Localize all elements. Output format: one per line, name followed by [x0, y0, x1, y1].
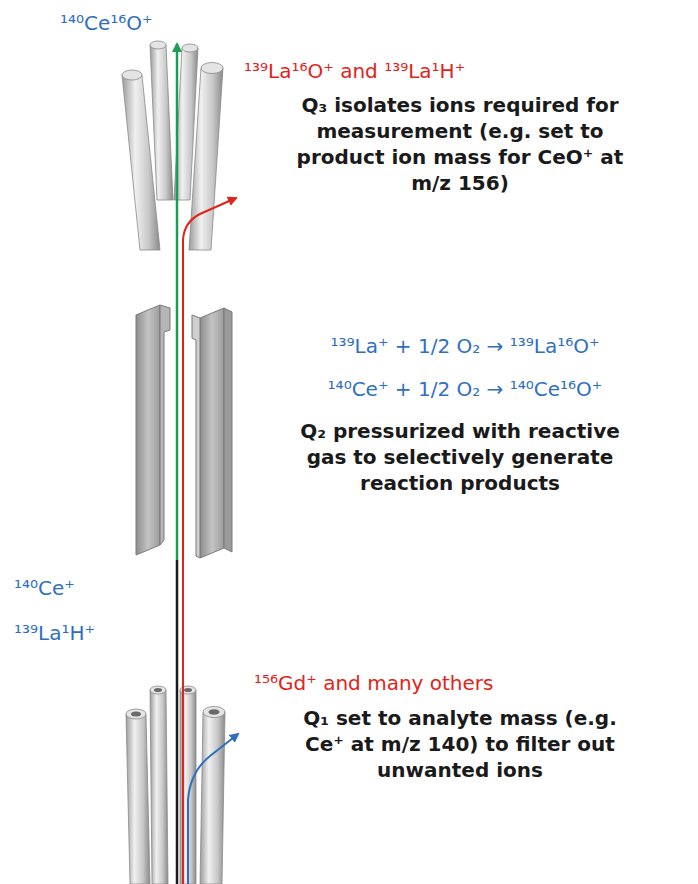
quadrupole-rod [122, 70, 160, 250]
quadrupole-rod [126, 709, 150, 884]
reaction-equation: ¹⁴⁰Ce⁺ + 1/2 O₂ → ¹⁴⁰Ce¹⁶O⁺ [250, 376, 680, 402]
reaction-equation: ¹³⁹La⁺ + 1/2 O₂ → ¹³⁹La¹⁶O⁺ [250, 333, 680, 359]
q2-description: Q₂ pressurized with reactive gas to sele… [282, 418, 638, 496]
q3-description: Q₃ isolates ions required for measuremen… [282, 92, 638, 196]
quadrupole-rod [150, 41, 173, 200]
rejected-ions: ¹⁵⁶Gd⁺ and many others [254, 670, 493, 696]
rejected-ions: ¹³⁹La¹⁶O⁺ and ¹³⁹La¹H⁺ [244, 58, 465, 84]
product-ion: ¹⁴⁰Ce¹⁶O⁺ [60, 10, 153, 36]
ion-label: ¹⁴⁰Ce⁺ [14, 575, 75, 601]
quadrupole-rod [150, 686, 168, 884]
ion-beams [177, 44, 238, 884]
quadrupole-rod [200, 707, 225, 884]
quadrupole-rod [189, 63, 223, 251]
ion-label: ¹³⁹La¹H⁺ [14, 620, 95, 646]
q1-description: Q₁ set to analyte mass (e.g. Ce⁺ at m/z … [282, 705, 638, 783]
